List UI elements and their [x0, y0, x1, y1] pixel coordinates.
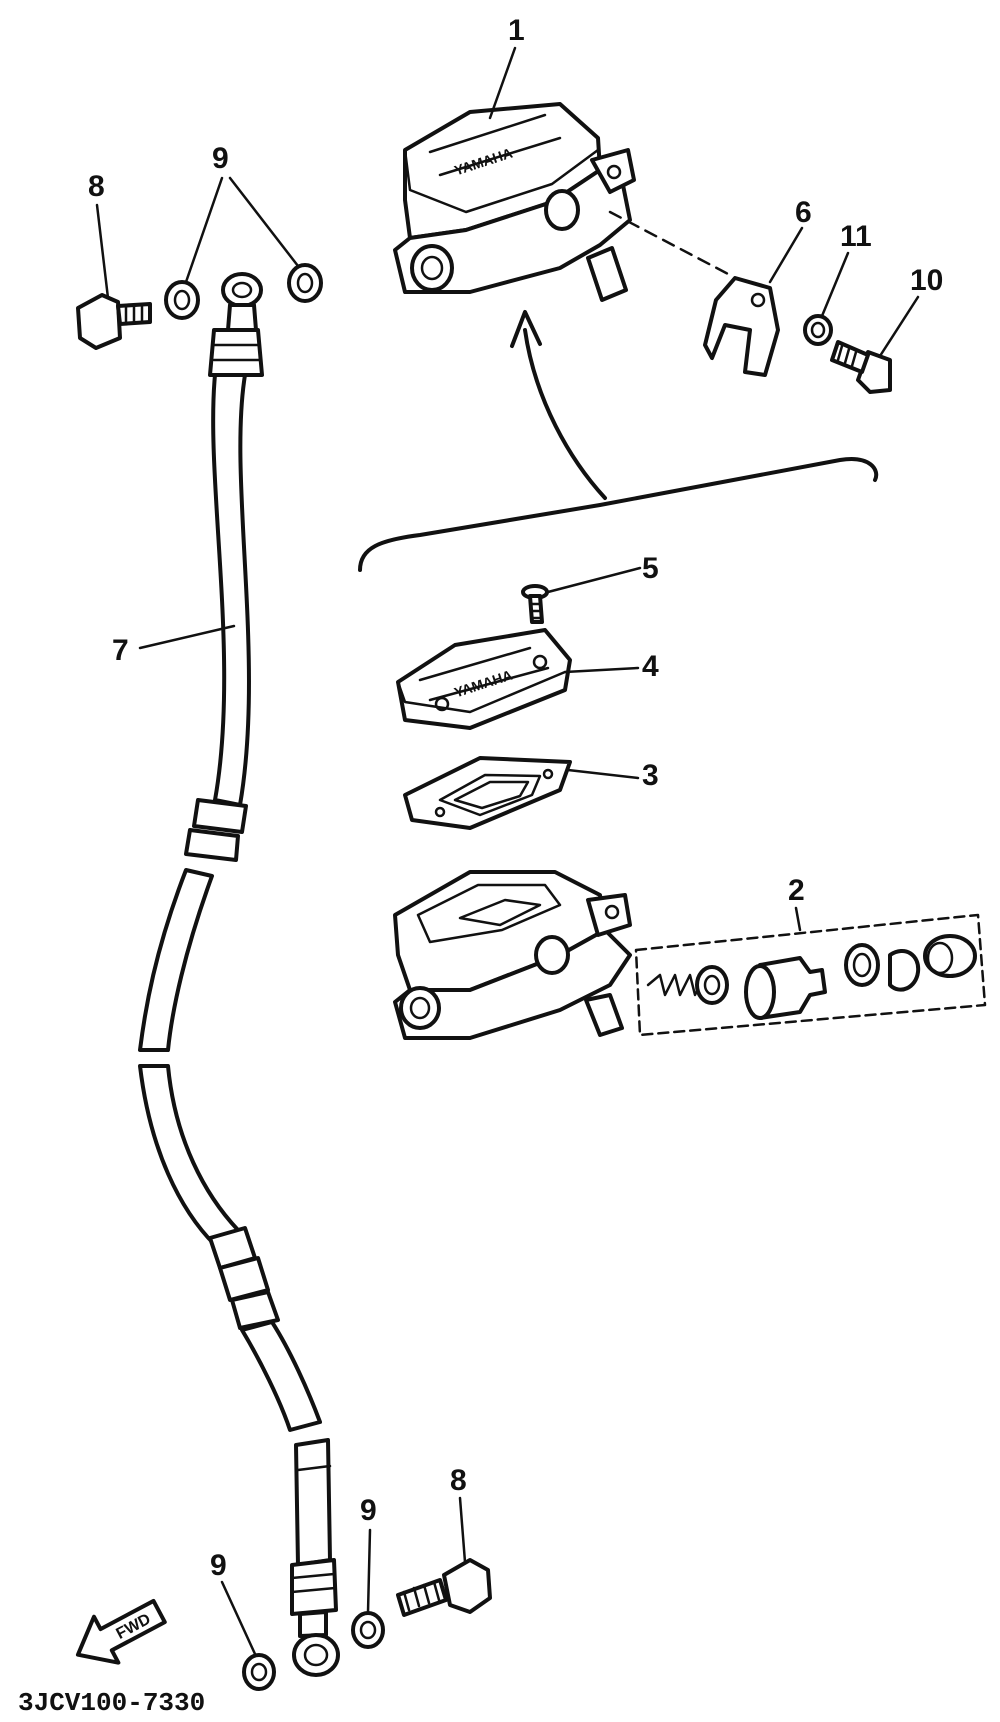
bolt-10 [830, 340, 892, 394]
banjo-bolt-top [76, 293, 152, 350]
screw-5 [521, 584, 549, 624]
leader-8-top [95, 203, 110, 300]
leader-10 [878, 295, 920, 358]
callout-3: 3 [642, 759, 659, 792]
leader-9-bottom-right [366, 1528, 372, 1614]
crush-washer-top-left [164, 280, 200, 320]
handlebar-clamp [703, 276, 780, 377]
piston-kit-2 [634, 913, 987, 1037]
leader-9-bottom-left [220, 1580, 257, 1656]
leader-4 [563, 666, 640, 674]
callout-9-top: 9 [212, 142, 229, 175]
callout-8-top: 8 [88, 170, 105, 203]
crush-washer-bottom-left [242, 1653, 276, 1691]
reservoir-cap-4: YAMAHA [396, 628, 572, 730]
master-cylinder-assembly: YAMAHA [393, 102, 636, 302]
leader-9-top-right [228, 176, 300, 268]
leader-5 [546, 566, 642, 594]
callout-4: 4 [642, 650, 659, 683]
callout-6: 6 [795, 196, 812, 229]
exploded-group-bracket [358, 457, 879, 572]
callout-10: 10 [910, 264, 943, 297]
leader-2 [794, 906, 802, 932]
leader-11 [820, 251, 850, 318]
leader-9-top-left [184, 176, 224, 284]
brake-hose-7 [138, 272, 340, 1677]
callout-7: 7 [112, 634, 129, 667]
leader-1 [488, 46, 517, 120]
leader-3 [566, 768, 640, 780]
clamp-alignment-line [608, 210, 732, 277]
master-cylinder-body [393, 870, 632, 1040]
diagram-reference-code: 3JCV100-7330 [18, 1688, 205, 1718]
callout-5: 5 [642, 552, 659, 585]
leader-7 [138, 624, 236, 650]
callout-9-bottom-right: 9 [360, 1494, 377, 1527]
leader-8-bottom [458, 1496, 467, 1564]
callout-1: 1 [508, 14, 525, 47]
forward-direction-arrow: FWD [75, 1598, 167, 1665]
banjo-bolt-bottom [396, 1558, 492, 1617]
washer-11 [803, 314, 833, 346]
crush-washer-bottom-right [351, 1611, 385, 1649]
crush-washer-top-right [287, 263, 323, 303]
callout-2: 2 [788, 874, 805, 907]
callout-11: 11 [840, 220, 872, 253]
callout-8-bottom: 8 [450, 1464, 467, 1497]
diaphragm-3 [403, 756, 572, 830]
callout-9-bottom-left: 9 [210, 1549, 227, 1582]
assembly-arrow [523, 328, 607, 500]
leader-6 [768, 226, 804, 284]
